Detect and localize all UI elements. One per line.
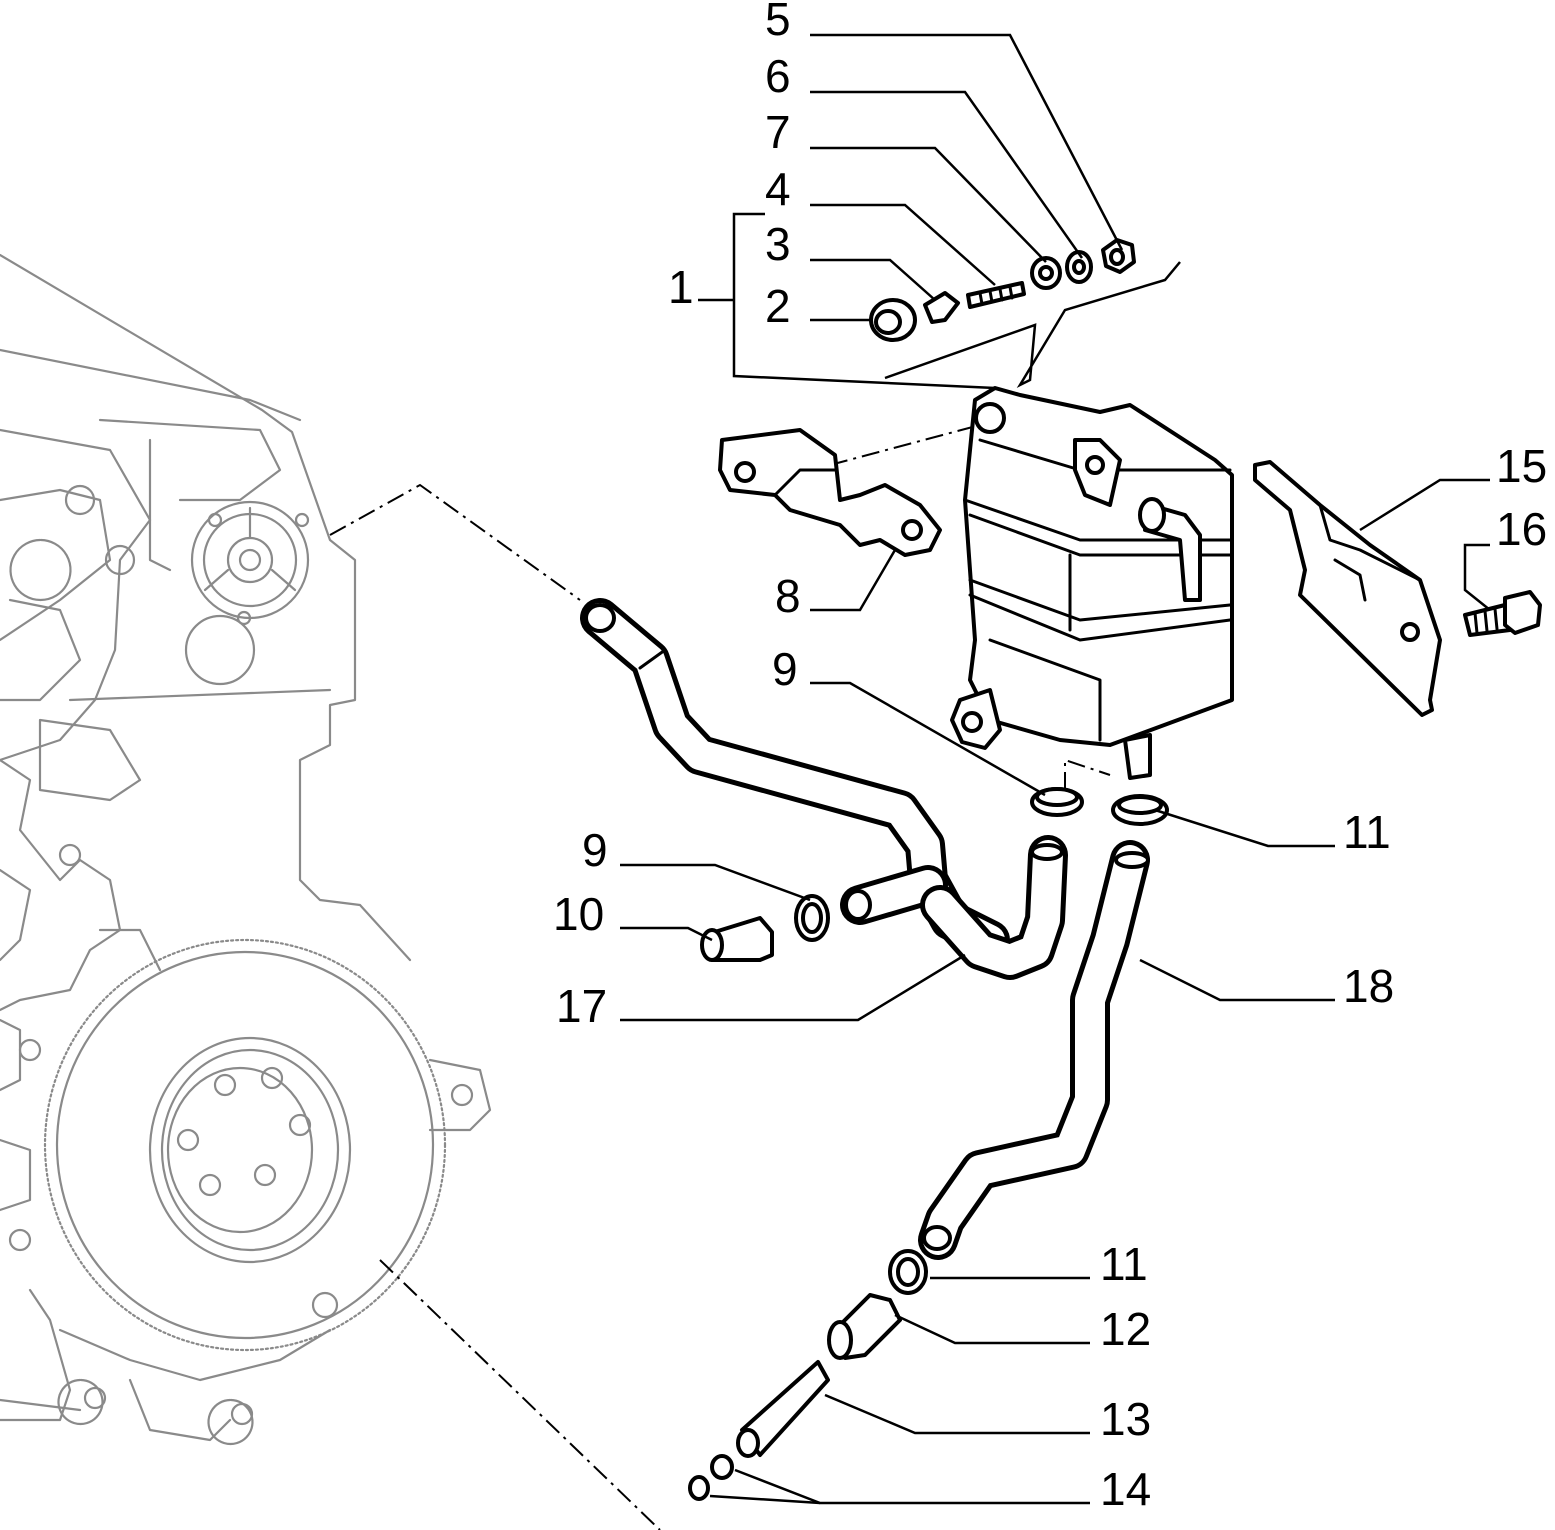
leader-lines <box>620 33 1491 1505</box>
callout-4: 4 <box>765 163 791 215</box>
callout-12: 12 <box>1100 1303 1151 1355</box>
callout-2: 2 <box>765 280 791 332</box>
callout-11a: 11 <box>1343 806 1391 858</box>
callout-7: 7 <box>765 106 791 158</box>
flywheel <box>43 938 447 1352</box>
callout-5: 5 <box>765 0 791 45</box>
mounting-bracket <box>718 428 942 557</box>
callout-labels: 5 6 7 4 3 1 2 8 9 11 9 10 17 18 15 16 11… <box>553 0 1547 1515</box>
engine-block-outline <box>0 253 492 1446</box>
callout-3: 3 <box>765 218 791 270</box>
callout-1: 1 <box>668 261 694 313</box>
callout-9b: 9 <box>582 824 608 876</box>
callout-13: 13 <box>1100 1393 1151 1445</box>
callout-18: 18 <box>1343 960 1394 1012</box>
heat-shield-plate <box>1253 460 1442 717</box>
clamps-and-fittings <box>688 787 1169 1501</box>
assembly-reference-lines <box>329 424 1111 1530</box>
callout-10: 10 <box>553 888 604 940</box>
expansion-tank <box>950 386 1234 780</box>
callout-16: 16 <box>1496 503 1547 555</box>
callout-6: 6 <box>765 50 791 102</box>
callout-11b: 11 <box>1100 1238 1148 1290</box>
callout-8: 8 <box>775 570 801 622</box>
callout-9a: 9 <box>772 643 798 695</box>
callout-17: 17 <box>556 980 607 1032</box>
callout-15: 15 <box>1496 440 1547 492</box>
coolant-hoses <box>580 598 1150 1260</box>
callout-14: 14 <box>1100 1463 1151 1515</box>
